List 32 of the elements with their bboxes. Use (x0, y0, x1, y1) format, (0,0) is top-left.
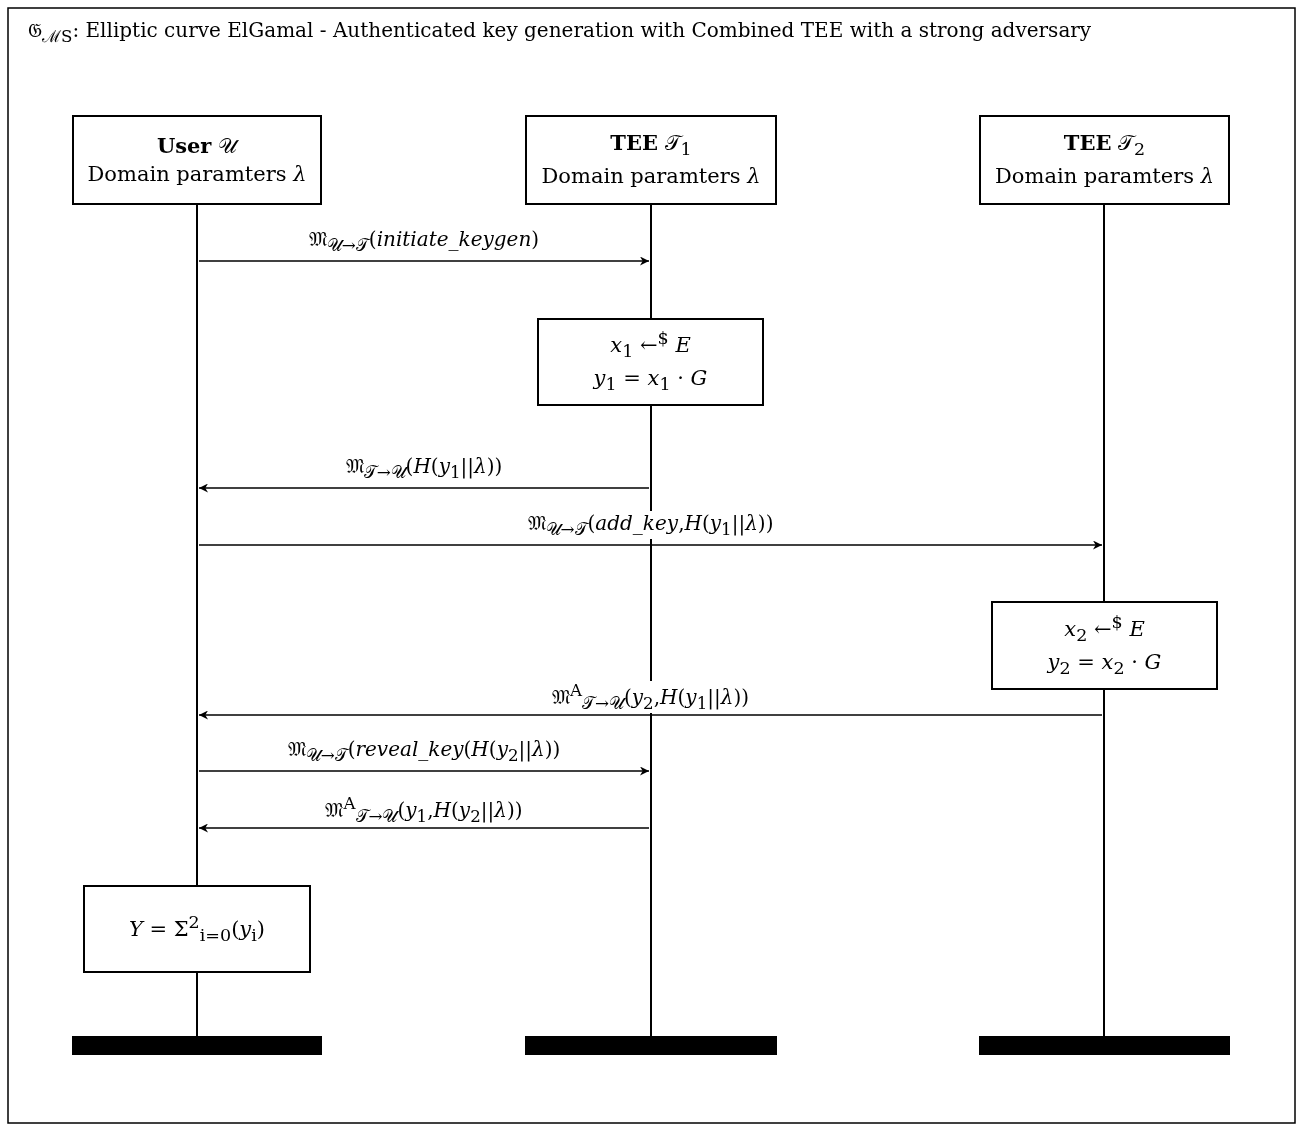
message-arrow (198, 766, 650, 776)
lifeline (195, 205, 199, 885)
message-arrow (198, 710, 1103, 720)
message-arrow (198, 823, 650, 833)
process-box (83, 885, 311, 973)
diagram-title: 𝔊$_{ℳS}$: Elliptic curve ElGamal - Authenticated key generation with Combined TEE with a strong adversary (28, 18, 1092, 47)
participant-name: TEE 𝒯$_{2}$ (1063, 129, 1146, 162)
formula-text: y$_{2}$ = x$_{2}$ · G (1047, 648, 1162, 680)
participant-box (72, 115, 322, 205)
participant-parameters: Domain paramters λ (995, 163, 1214, 191)
lifeline (649, 205, 653, 318)
participant-box (979, 115, 1230, 205)
lifeline-end-bar (525, 1036, 777, 1055)
message-arrow (198, 256, 650, 266)
formula-text: Y = Σ$^{2}$$_{i=0}$(y$_{i}$) (128, 910, 266, 947)
formula-text: y$_{1}$ = x$_{1}$ · G (593, 365, 708, 397)
formula-text: x$_{2}$ ←$^{$}$ E (1064, 610, 1145, 647)
participant-parameters: Domain paramters λ (87, 161, 307, 188)
message-arrow (198, 540, 1103, 550)
participant-parameters: Domain paramters λ (541, 163, 761, 191)
message-arrow (198, 483, 650, 493)
participant-name: TEE 𝒯$_{1}$ (610, 129, 692, 162)
lifeline (195, 973, 199, 1036)
process-box (537, 318, 764, 406)
lifeline (1102, 205, 1106, 601)
lifeline (1102, 690, 1106, 1036)
lifeline-end-bar (979, 1036, 1230, 1055)
participant-name: User 𝒰 (156, 131, 238, 160)
process-box (991, 601, 1218, 690)
formula-text: x$_{1}$ ←$^{$}$ E (610, 327, 691, 364)
participant-box (525, 115, 777, 205)
lifeline-end-bar (72, 1036, 322, 1055)
